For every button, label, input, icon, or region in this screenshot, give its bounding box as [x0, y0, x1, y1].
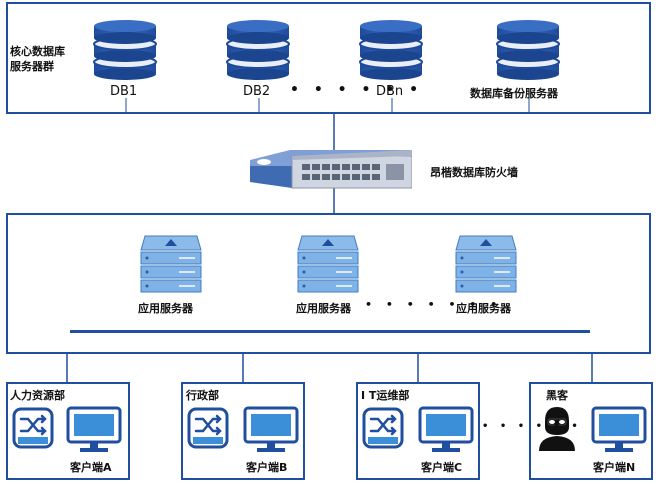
database-icon — [496, 20, 560, 80]
monitor-icon — [591, 406, 647, 452]
db-ellipsis: • • • • • • — [290, 82, 424, 98]
monitor-icon — [243, 406, 299, 452]
network-switch-icon — [362, 407, 404, 449]
dept-label-b: 行政部 — [186, 389, 219, 402]
db2-label: DB2 — [243, 84, 271, 99]
monitor-icon — [66, 406, 122, 452]
dept-label-n: 黑客 — [546, 389, 568, 402]
db1-label: DB1 — [110, 84, 138, 99]
db-ticks — [125, 98, 530, 112]
app-server-icon — [140, 235, 202, 293]
client-label-c: 客户端C — [421, 461, 463, 474]
client-label-a: 客户端A — [70, 461, 112, 474]
dept-label-c: I T运维部 — [361, 389, 410, 402]
app-bus-line — [70, 330, 590, 333]
dbn-label: DBn — [376, 84, 404, 99]
app-server-icon — [297, 235, 359, 293]
monitor-icon — [418, 406, 474, 452]
network-switch-icon — [12, 407, 54, 449]
database-icon — [93, 20, 157, 80]
app-server-label-1: 应用服务器 — [138, 302, 193, 315]
firewall-appliance-icon — [250, 150, 412, 189]
app-server-label-3: 应用服务器 — [456, 302, 511, 315]
network-switch-icon — [187, 407, 229, 449]
hacker-icon — [539, 407, 575, 451]
app-server-icon — [455, 235, 517, 293]
backup-server-label: 数据库备份服务器 — [470, 87, 558, 100]
firewall-label: 昂楷数据库防火墙 — [430, 166, 518, 179]
client-label-b: 客户端B — [246, 461, 288, 474]
clients-ellipsis: • • • • • • — [482, 421, 582, 432]
database-icon — [226, 20, 290, 80]
client-label-n: 客户端N — [593, 461, 636, 474]
app-server-label-2: 应用服务器 — [296, 302, 351, 315]
database-icon — [359, 20, 423, 80]
core-group-label: 核心数据库 服务器群 — [10, 45, 65, 73]
dept-label-a: 人力资源部 — [10, 389, 65, 402]
app-ellipsis: • • • • • • • — [365, 298, 503, 311]
